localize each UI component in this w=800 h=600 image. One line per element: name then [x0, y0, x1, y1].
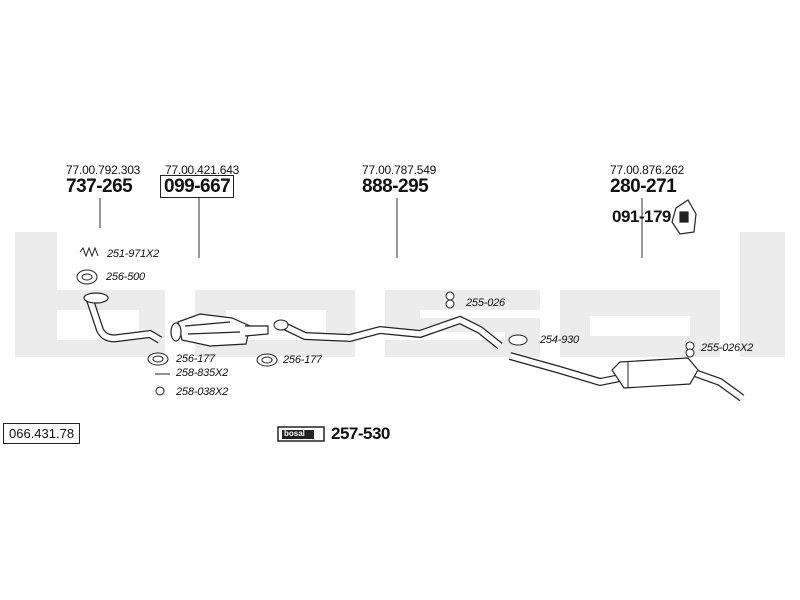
fitting-code: 255-026X2: [701, 342, 754, 354]
oem-number: 77.00.876.262: [610, 163, 685, 177]
part-number: 888-295: [362, 176, 429, 197]
kit-part-number: 257-530: [331, 424, 390, 443]
leader-lines: [99, 198, 690, 258]
fitting-code: 258-835X2: [176, 367, 229, 379]
oem-number: 77.00.787.549: [362, 163, 437, 177]
fitting-code: 256-500: [106, 271, 145, 283]
rubber-mount-icon: [671, 199, 697, 235]
kit-box-label: bosal: [284, 429, 305, 438]
part-number: 099-667: [160, 175, 235, 198]
fitting-code: 256-177: [283, 354, 322, 366]
kit-box-icon: [277, 426, 325, 442]
oem-number: 77.00.792.303: [66, 163, 141, 177]
extra-part-number: 091-179: [612, 207, 671, 226]
fitting-code: 258-038X2: [176, 386, 229, 398]
middle-pipe: [273, 315, 503, 350]
fitting-icons: [76, 246, 695, 396]
oem-number: 77.00.421.643: [165, 163, 240, 177]
rear-silencer: [508, 352, 745, 402]
fitting-code: 256-177: [176, 353, 215, 365]
catalytic-converter: [170, 313, 269, 347]
fitting-code: 254-930: [540, 334, 579, 346]
fitting-code: 251-971X2: [107, 248, 160, 260]
fitting-code: 255-026: [466, 297, 505, 309]
part-number: 280-271: [610, 176, 677, 197]
part-number: 737-265: [66, 176, 133, 197]
front-pipe: [83, 292, 163, 344]
catalog-number: 066.431.78: [3, 423, 81, 444]
